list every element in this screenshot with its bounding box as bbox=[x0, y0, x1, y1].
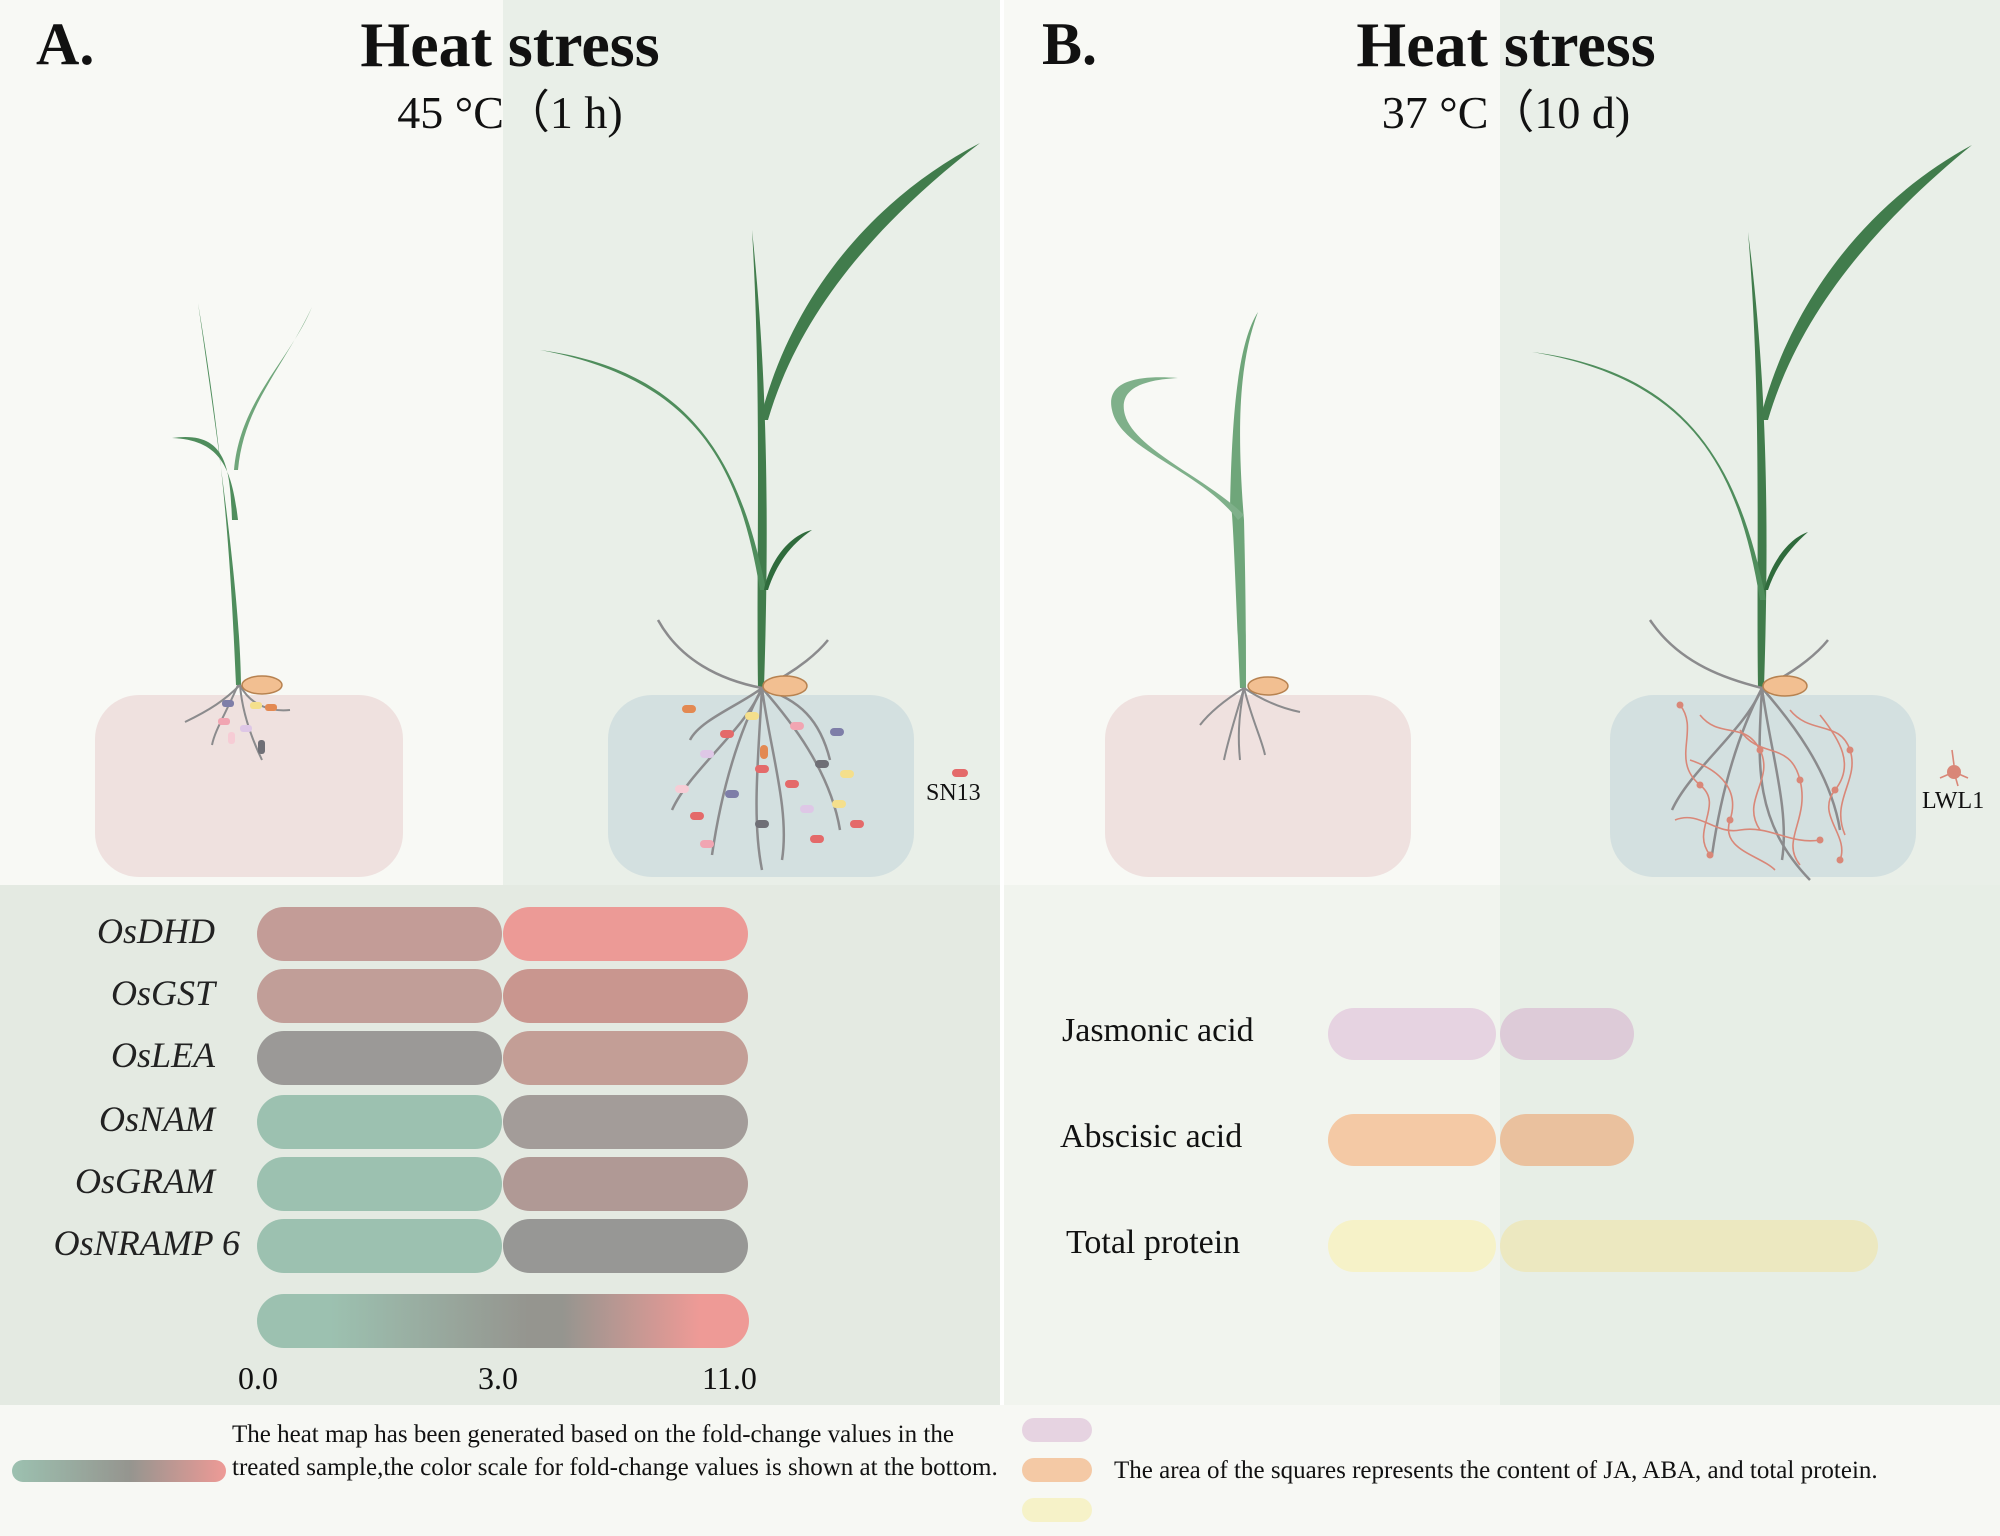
microbes-a-treated bbox=[675, 705, 864, 848]
soil-control-a bbox=[95, 695, 403, 877]
gene-label: OsNRAMP 6 bbox=[53, 1223, 240, 1263]
heatmap-cell-treated bbox=[503, 1157, 748, 1211]
measure-bar-control bbox=[1328, 1220, 1496, 1272]
plant-a-control-icon bbox=[172, 303, 312, 761]
panel-b-letter: B. bbox=[1042, 11, 1098, 77]
scale-tick: 11.0 bbox=[702, 1360, 757, 1396]
heatmap-note: The heat map has been generated based on… bbox=[232, 1421, 998, 1481]
measure-label: Total protein bbox=[1066, 1224, 1241, 1261]
heatmap-cell-control bbox=[257, 907, 502, 961]
measure-bar-treated bbox=[1500, 1220, 1878, 1272]
gene-label: OsGRAM bbox=[75, 1161, 215, 1201]
legend-swatch-ja bbox=[1022, 1418, 1092, 1442]
legend-microbe-lwl1-icon bbox=[1939, 749, 1969, 787]
gene-label: OsGST bbox=[110, 973, 215, 1013]
heatmap-cell-control bbox=[257, 1157, 502, 1211]
heatmap-cell-control bbox=[257, 1031, 502, 1085]
heatmap-cell-treated bbox=[503, 1219, 748, 1273]
measure-bar-treated bbox=[1500, 1114, 1635, 1166]
heatmap-cell-treated bbox=[503, 1095, 748, 1149]
measure-label: Abscisic acid bbox=[1060, 1118, 1243, 1155]
soil-treated-a bbox=[608, 695, 914, 877]
measure-bar-control bbox=[1328, 1114, 1496, 1166]
gene-label: OsDHD bbox=[96, 911, 215, 951]
heatmap-legend-gradient bbox=[12, 1460, 226, 1482]
heatmap-cell-control bbox=[257, 1219, 502, 1273]
panel-a-letter: A. bbox=[36, 11, 95, 77]
heatmap-cell-treated bbox=[503, 969, 748, 1023]
panel-a-subtitle: 45 °C（1 h) bbox=[397, 87, 623, 138]
legend-swatch-aba bbox=[1022, 1458, 1092, 1482]
panel-b-title: Heat stress bbox=[1356, 9, 1656, 80]
heatmap-cell-control bbox=[257, 1095, 502, 1149]
panel-b-subtitle: 37 °C（10 d) bbox=[1381, 87, 1631, 138]
heatmap-cell-treated bbox=[503, 1031, 748, 1085]
scale-tick: 3.0 bbox=[478, 1360, 518, 1396]
measure-label: Jasmonic acid bbox=[1062, 1012, 1254, 1049]
measure-bar-control bbox=[1328, 1008, 1496, 1060]
lwl1-spores bbox=[1676, 701, 1854, 864]
plant-a-treated-icon bbox=[540, 143, 980, 871]
panel-divider bbox=[1000, 0, 1004, 1536]
heatmap-cell-control bbox=[257, 969, 502, 1023]
heatmap-color-scale bbox=[257, 1294, 749, 1348]
legend-microbe-sn13-icon bbox=[952, 769, 968, 777]
microbes-a-control bbox=[218, 700, 277, 754]
plant-b-treated-icon bbox=[1532, 145, 1972, 881]
plant-b-control-icon bbox=[1111, 312, 1301, 761]
heatmap: OsDHD OsGST OsLEA OsNAM OsGRAM OsNRAMP 6… bbox=[0, 0, 1000, 1405]
gene-label: OsNAM bbox=[99, 1099, 215, 1139]
scale-tick: 0.0 bbox=[238, 1360, 278, 1396]
legend-swatch-protein bbox=[1022, 1498, 1092, 1522]
measure-bar-treated bbox=[1500, 1008, 1635, 1060]
panel-a-title: Heat stress bbox=[360, 9, 660, 80]
measures-note: The area of the squares represents the c… bbox=[1114, 1457, 1878, 1484]
microbe-label-lwl1: LWL1 bbox=[1922, 788, 1985, 814]
gene-label: OsLEA bbox=[110, 1035, 215, 1075]
legend-strip-bg bbox=[0, 1405, 2000, 1536]
heatmap-cell-treated bbox=[503, 907, 748, 961]
microbe-label-sn13: SN13 bbox=[926, 780, 981, 806]
soil-control-b bbox=[1105, 695, 1411, 877]
